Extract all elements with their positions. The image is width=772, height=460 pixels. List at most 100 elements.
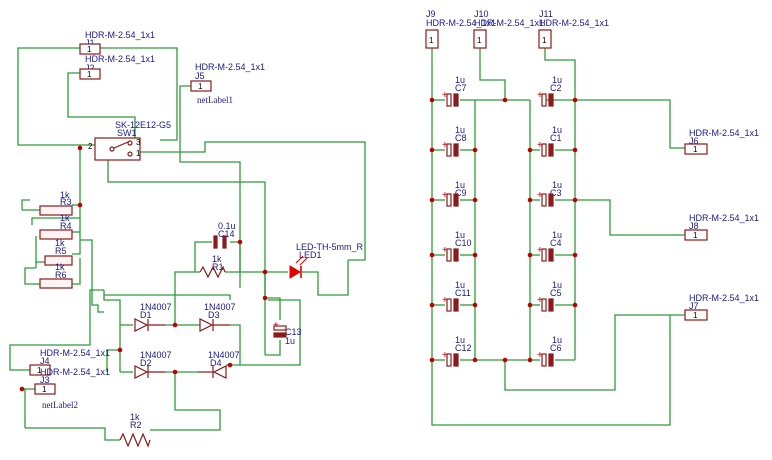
capacitor-value: 1u (285, 336, 295, 346)
header-j1[interactable]: HDR-M-2.54_1x1 J1 1 (79, 30, 155, 55)
header-j10[interactable]: J10 HDR-M-2.54_1x1 1 (473, 9, 544, 49)
diode-d1[interactable]: 1N4007 D1 (134, 302, 172, 332)
header-ref: J4 (40, 356, 50, 366)
resistor-value: 1k (212, 254, 222, 264)
capacitor-c6[interactable]: 1u C6 + (537, 335, 562, 367)
capacitor-c12[interactable]: 1u C12 + (442, 335, 472, 367)
header-model: HDR-M-2.54_1x1 (689, 293, 759, 303)
header-j5[interactable]: HDR-M-2.54_1x1 J5 1 (190, 62, 265, 92)
header-ref: J1 (85, 38, 95, 48)
resistor-r3[interactable]: 1k R3 (39, 190, 73, 216)
header-j11[interactable]: J11 HDR-M-2.54_1x1 1 (538, 9, 609, 49)
diode-model: 1N4007 (140, 350, 172, 360)
polarity-plus: + (442, 140, 448, 151)
resistor-r1[interactable]: 1k R1 (199, 254, 226, 279)
header-pin: 1 (693, 145, 698, 154)
resistor-ref: R1 (212, 262, 224, 272)
resistor-r5[interactable]: 1k R5 (44, 238, 73, 266)
resistor-r6[interactable]: 1k R6 (39, 262, 73, 289)
resistor-ref: R3 (60, 197, 72, 207)
capacitor-c9[interactable]: 1u C9 + (442, 180, 467, 207)
switch-ref: SW1 (117, 128, 137, 138)
capacitor-value: 1u (552, 280, 562, 290)
header-model: HDR-M-2.54_1x1 (689, 213, 759, 223)
capacitor-ref: C10 (455, 238, 472, 248)
resistor-ref: R4 (60, 221, 72, 231)
capacitor-ref: C2 (550, 83, 562, 93)
header-model: HDR-M-2.54_1x1 (85, 30, 155, 40)
resistor-r2[interactable]: 1k R2 (119, 412, 151, 448)
diode-d3[interactable]: 1N4007 D3 (199, 302, 236, 332)
header-pin: 1 (542, 36, 547, 45)
header-pin: 1 (477, 36, 482, 45)
header-pin: 1 (198, 82, 203, 91)
capacitor-c1[interactable]: 1u C1 + (537, 125, 562, 157)
capacitor-ref: C14 (218, 229, 235, 239)
header-j7[interactable]: HDR-M-2.54_1x1 J7 1 (684, 293, 759, 321)
wires-left (9, 47, 366, 441)
capacitor-value: 1u (552, 75, 562, 85)
capacitor-c14[interactable]: 0.1u C14 (213, 221, 236, 249)
polarity-plus: + (442, 90, 448, 101)
capacitor-c4[interactable]: 1u C4 + (537, 230, 562, 262)
polarity-plus: + (442, 245, 448, 256)
diode-ref: D1 (140, 310, 152, 320)
polarity-plus: + (537, 90, 543, 101)
polarity-plus: + (537, 245, 543, 256)
capacitor-c7[interactable]: 1u C7 + (442, 75, 467, 107)
header-pin: 1 (42, 385, 47, 394)
diode-d2[interactable]: 1N4007 D2 (134, 350, 172, 379)
header-pin: 1 (693, 311, 698, 320)
resistor-ref: R6 (55, 270, 67, 280)
capacitor-c5[interactable]: 1u C5 + (537, 280, 562, 312)
header-ref: J3 (40, 375, 50, 385)
header-ref: J11 (539, 9, 553, 19)
header-ref: J6 (689, 136, 699, 146)
resistor-value: 1k (130, 412, 140, 422)
capacitor-c10[interactable]: 1u C10 + (442, 230, 472, 262)
header-pin: 1 (37, 366, 42, 375)
header-j4[interactable]: HDR-M-2.54_1x1 J4 1 (29, 348, 110, 376)
capacitor-c2[interactable]: 1u C2 + (537, 75, 562, 107)
led-led1[interactable]: LED-TH-5mm_R LED1 (289, 242, 364, 279)
header-ref: J7 (689, 301, 699, 311)
switch-pin-3: 3 (136, 138, 141, 147)
header-ref: J8 (689, 221, 699, 231)
capacitor-value: 1u (552, 180, 562, 190)
capacitor-value: 1u (455, 125, 465, 135)
header-pin: 1 (429, 36, 434, 45)
resistor-value: 1k (55, 238, 65, 248)
capacitor-c8[interactable]: 1u C8 + (442, 125, 467, 157)
header-model: HDR-M-2.54_1x1 (689, 128, 759, 138)
resistor-ref: R2 (130, 420, 142, 430)
header-j3[interactable]: HDR-M-2.54_1x1 J3 1 (34, 367, 110, 395)
header-ref: J5 (195, 71, 205, 81)
capacitor-ref: C9 (455, 188, 467, 198)
header-model: HDR-M-2.54_1x1 (195, 62, 265, 72)
diode-ref: D2 (140, 358, 152, 368)
header-pin: 1 (87, 45, 92, 54)
header-pin: 1 (87, 70, 92, 79)
capacitor-c11[interactable]: 1u C11 + (442, 280, 471, 312)
wires-right (431, 48, 685, 426)
polarity-plus: + (537, 295, 543, 306)
header-pin: 1 (693, 231, 698, 240)
header-j9[interactable]: J9 HDR-M-2.54_1x1 1 (425, 9, 496, 49)
diode-d4[interactable]: 1N4007 D4 (198, 350, 240, 379)
resistor-r4[interactable]: 1k R4 (39, 213, 73, 240)
header-j2[interactable]: HDR-M-2.54_1x1 J2 1 (79, 54, 155, 80)
capacitor-ref: C6 (550, 343, 562, 353)
net-label-1: netLabel1 (197, 95, 233, 105)
capacitor-ref: C11 (455, 288, 471, 298)
header-model: HDR-M-2.54_1x1 (426, 18, 496, 28)
capacitor-c13[interactable]: + C13 1u (273, 320, 302, 346)
diode-model: 1N4007 (140, 302, 172, 312)
header-j6[interactable]: HDR-M-2.54_1x1 J6 1 (684, 128, 759, 155)
resistor-value: 1k (60, 213, 70, 223)
capacitor-c3[interactable]: 1u C3 + (537, 180, 562, 207)
diode-model: 1N4007 (208, 350, 240, 360)
header-ref: J9 (426, 9, 436, 19)
header-j8[interactable]: HDR-M-2.54_1x1 J8 1 (684, 213, 759, 241)
switch-sw1[interactable]: SK-12E12-G5 SW1 2 3 1 (88, 120, 171, 161)
capacitor-value: 1u (552, 230, 562, 240)
